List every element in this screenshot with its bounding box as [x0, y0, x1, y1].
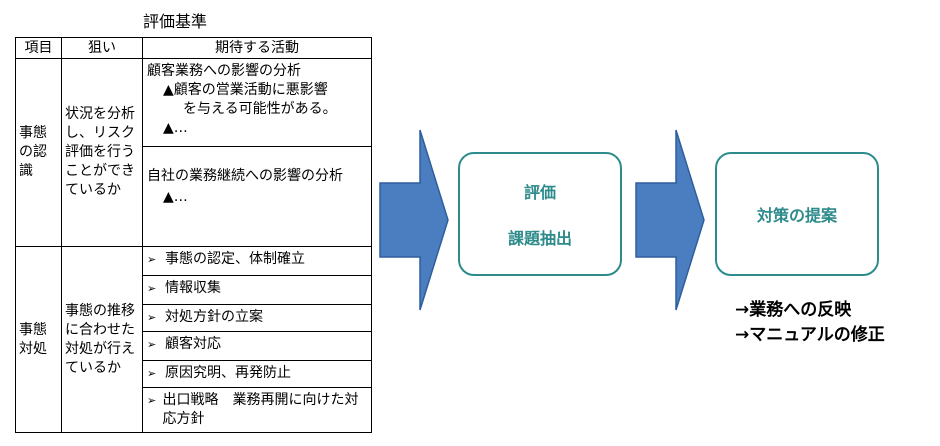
- header-activity: 期待する活動: [142, 37, 372, 59]
- table-row: ➢ 情報収集: [16, 275, 372, 305]
- activity-label: 原因究明、再発防止: [165, 365, 291, 381]
- reflection-notes: →業務への反映 →マニュアルの修正: [735, 298, 885, 348]
- activity-item: ➢ 出口戦略 業務再開に向けた対応方針: [142, 387, 372, 433]
- aim-recognition: 状況を分析し、リスク評価を行うことができているか: [61, 58, 143, 247]
- header-aim: 狙い: [61, 37, 143, 59]
- activity-item: ➢ 事態の認定、体制確立: [142, 246, 372, 276]
- issue-extraction-label: 課題抽出: [507, 229, 572, 248]
- evaluation-box: 評価 課題抽出: [458, 152, 622, 276]
- bullet-arrow-icon: ➢: [147, 282, 157, 295]
- reflect-manual: →マニュアルの修正: [735, 325, 885, 345]
- countermeasure-label: 対策の提案: [756, 206, 837, 225]
- reflect-business: →業務への反映: [735, 300, 852, 320]
- table-row: 事態対処 事態の推移に合わせた対処が行えているか ➢ 事態の認定、体制確立: [15, 246, 372, 433]
- activity-label: 顧客対応: [165, 336, 221, 352]
- activity-label: 事態の認定、体制確立: [165, 251, 305, 267]
- table-row: ➢ 出口戦略 業務再開に向けた対応方針: [16, 387, 372, 433]
- activity-label: 出口戦略 業務再開に向けた対応方針: [162, 392, 359, 427]
- bullet-arrow-icon: ➢: [147, 253, 157, 266]
- activity-item: ➢ 原因究明、再発防止: [142, 360, 372, 388]
- table-row: ➢ 原因究明、再発防止: [16, 360, 372, 388]
- activity-sub: ▲…: [163, 120, 188, 136]
- activity-label: 対処方針の立案: [165, 309, 263, 325]
- aim-response: 事態の推移に合わせた対処が行えているか: [61, 246, 143, 433]
- flow-arrow-icon: [379, 129, 449, 311]
- activity-business-continuity: 自社の業務継続への影響の分析 ▲…: [142, 146, 372, 247]
- table-row: 事態の認識 状況を分析し、リスク評価を行うことができているか 顧客業務への影響の…: [15, 58, 372, 247]
- table-row: ➢ 顧客対応: [16, 331, 372, 361]
- flow-arrow-icon: [635, 129, 705, 311]
- item-recognition-label: 事態の認識: [19, 125, 47, 179]
- item-response-label: 事態対処: [19, 321, 47, 357]
- activity-title: 顧客業務への影響の分析: [147, 63, 301, 79]
- bullet-arrow-icon: ➢: [147, 338, 157, 351]
- item-recognition: 事態の認識: [15, 58, 62, 247]
- table-header-row: 項目 狙い 期待する活動: [15, 37, 372, 59]
- evaluation-criteria-table: 項目 狙い 期待する活動 事態の認識 状況を分析し、リスク評価を行うことができて…: [15, 37, 372, 433]
- activity-label: 情報収集: [165, 280, 221, 296]
- bullet-arrow-icon: ➢: [147, 394, 157, 407]
- activity-item: ➢ 対処方針の立案: [142, 304, 372, 332]
- activity-sub: ▲…: [163, 189, 188, 205]
- activity-item: ➢ 顧客対応: [142, 331, 372, 361]
- activity-sub: ▲顧客の営業活動に悪影響: [163, 82, 328, 98]
- countermeasure-box: 対策の提案: [715, 152, 879, 276]
- activity-sub: を与える可能性がある。: [183, 101, 337, 117]
- table-row: 自社の業務継続への影響の分析 ▲…: [16, 146, 372, 247]
- activity-item: ➢ 情報収集: [142, 275, 372, 305]
- aim-response-text: 事態の推移に合わせた対処が行えているか: [65, 302, 135, 376]
- bullet-arrow-icon: ➢: [147, 311, 157, 324]
- item-response: 事態対処: [15, 246, 62, 433]
- header-item: 項目: [15, 37, 62, 59]
- activity-customer-impact: 顧客業務への影響の分析 ▲顧客の営業活動に悪影響 を与える可能性がある。 ▲…: [142, 58, 372, 147]
- aim-recognition-text: 状況を分析し、リスク評価を行うことができているか: [65, 106, 135, 198]
- evaluation-label: 評価: [523, 183, 556, 202]
- activity-title: 自社の業務継続への影響の分析: [147, 168, 343, 184]
- criteria-title: 評価基準: [143, 12, 208, 31]
- bullet-arrow-icon: ➢: [147, 367, 157, 380]
